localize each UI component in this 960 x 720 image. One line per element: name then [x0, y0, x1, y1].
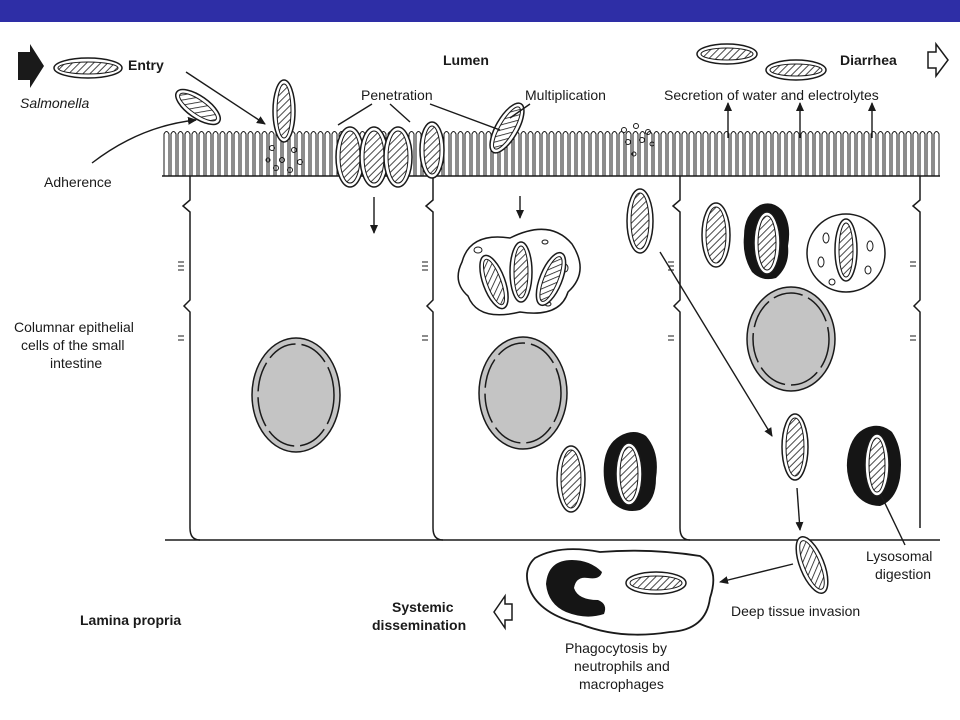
systemic-dissemination-label-1: Systemic	[392, 599, 454, 615]
salmonella-pointer-icon	[18, 44, 44, 88]
phagocytosis-label-1: Phagocytosis by	[565, 640, 667, 656]
salmonella-bacterium	[383, 126, 413, 188]
salmonella-bacterium	[864, 433, 890, 497]
cell-junctions	[178, 261, 916, 341]
nucleus-1	[251, 337, 341, 453]
salmonella-bacterium	[479, 254, 509, 310]
bacteria	[53, 43, 890, 595]
macrophage	[526, 548, 715, 636]
granules	[265, 123, 655, 173]
secretion-label: Secretion of water and electrolytes	[664, 87, 879, 103]
salmonella-bacterium	[359, 126, 389, 188]
salmonella-bacterium	[701, 202, 731, 268]
salmonella-bacterium	[175, 88, 221, 126]
deep-tissue-invasion-label: Deep tissue invasion	[731, 603, 861, 619]
salmonella-bacterium	[335, 126, 365, 188]
salmonella-bacterium	[556, 445, 586, 513]
diarrhea-arrow-icon	[927, 41, 949, 79]
salmonella-bacterium	[781, 413, 809, 481]
adherence-label: Adherence	[44, 174, 112, 190]
salmonella-bacterium	[765, 59, 827, 81]
salmonella-bacterium	[753, 211, 781, 275]
lumen-label: Lumen	[443, 52, 489, 68]
columnar-epithelial-label-1: Columnar epithelial	[14, 319, 134, 335]
salmonella-bacterium	[53, 57, 123, 79]
nucleus-3	[746, 286, 836, 392]
salmonella-bacterium	[509, 241, 533, 303]
columnar-epithelial-label-2: cells of the small	[21, 337, 125, 353]
salmonella-bacterium	[272, 79, 296, 143]
diarrhea-label: Diarrhea	[840, 52, 897, 68]
lysosomal-digestion-label-2: digestion	[875, 566, 932, 582]
salmonella-bacterium	[696, 43, 758, 65]
penetration-label: Penetration	[361, 87, 433, 103]
arrows	[91, 71, 906, 584]
entry-label: Entry	[128, 57, 164, 73]
phagocytosis-label-3: macrophages	[579, 676, 664, 692]
systemic-arrow-icon	[493, 593, 513, 631]
multiplication-label: Multiplication	[525, 87, 606, 103]
salmonella-bacterium	[489, 102, 525, 154]
phagocytosis-label-2: neutrophils and	[574, 658, 670, 674]
nucleus-2	[478, 336, 568, 450]
columnar-epithelial-label-3: intestine	[50, 355, 103, 371]
salmonella-label: Salmonella	[20, 95, 90, 111]
systemic-dissemination-label-2: dissemination	[372, 617, 467, 633]
lysosomal-digestion-label-1: Lysosomal	[866, 548, 933, 564]
salmonella-bacterium	[626, 188, 654, 254]
nuclei	[251, 286, 836, 453]
salmonella-bacterium	[795, 536, 829, 594]
salmonella-bacterium	[615, 442, 643, 506]
salmonella-bacterium	[834, 218, 858, 282]
salmonella-bacterium	[625, 571, 687, 595]
epithelial-cell-outlines	[162, 175, 940, 541]
salmonella-bacterium	[419, 121, 445, 179]
salmonella-bacterium	[535, 251, 567, 307]
lamina-propria-label: Lamina propria	[80, 612, 182, 628]
header-bar	[0, 0, 960, 22]
